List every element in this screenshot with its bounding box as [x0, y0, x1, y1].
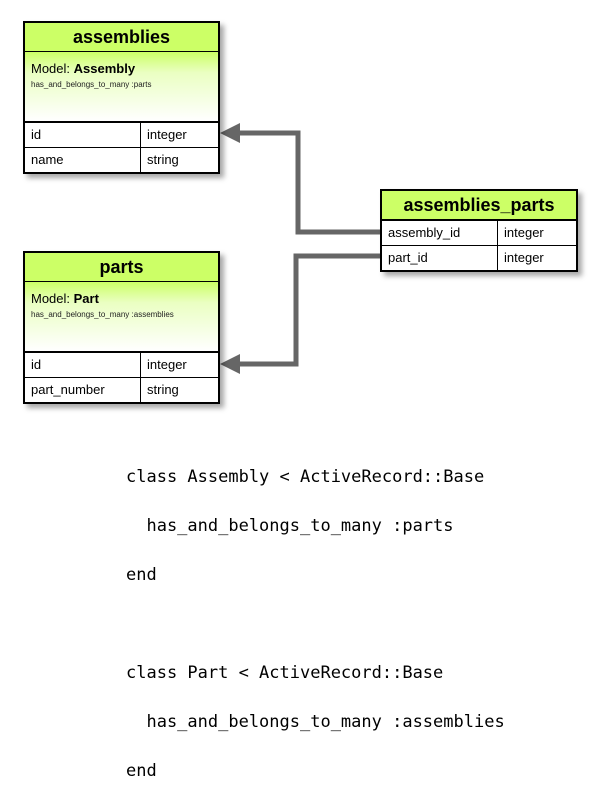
table-row: part_id integer [382, 245, 576, 270]
association-text: has_and_belongs_to_many :assemblies [31, 310, 174, 319]
column-name: id [25, 353, 141, 377]
column-name: part_number [25, 378, 141, 402]
table-row: name string [25, 147, 218, 172]
table-row: assembly_id integer [382, 221, 576, 245]
table-row: id integer [25, 123, 218, 147]
column-type: integer [147, 127, 187, 142]
table-row: id integer [25, 353, 218, 377]
code-line: end [126, 760, 157, 781]
code-blank-line [126, 612, 505, 637]
assemblies-parts-table: assemblies_parts assembly_id integer par… [380, 189, 578, 272]
assemblies-table: assemblies Model: Assembly has_and_belon… [23, 21, 220, 174]
column-name: assembly_id [382, 221, 498, 245]
column-type: integer [504, 225, 544, 240]
column-type: string [147, 382, 179, 397]
column-type: integer [147, 357, 187, 372]
column-type: integer [504, 250, 544, 265]
code-line: end [126, 564, 157, 585]
table-title: assemblies [25, 23, 218, 52]
parts-table: parts Model: Part has_and_belongs_to_man… [23, 251, 220, 404]
table-row: part_number string [25, 377, 218, 402]
code-line: has_and_belongs_to_many :assemblies [126, 711, 505, 732]
model-section: Model: Part has_and_belongs_to_many :ass… [25, 282, 218, 353]
model-line: Model: Assembly [31, 61, 218, 77]
relationship-arrows [220, 123, 380, 374]
arrow-assembly-id-to-assemblies-id [235, 130, 380, 235]
arrow-part-id-to-parts-id [235, 253, 380, 367]
column-name: name [25, 148, 141, 172]
model-line: Model: Part [31, 291, 218, 307]
model-prefix: Model: [31, 61, 74, 76]
code-line: class Assembly < ActiveRecord::Base [126, 466, 485, 487]
table-title: assemblies_parts [382, 191, 576, 221]
column-type: string [147, 152, 179, 167]
model-name: Assembly [73, 61, 136, 76]
code-line: has_and_belongs_to_many :parts [126, 515, 454, 536]
table-title: parts [25, 253, 218, 282]
model-section: Model: Assembly has_and_belongs_to_many … [25, 52, 218, 123]
model-prefix: Model: [31, 291, 74, 306]
model-name: Part [73, 291, 99, 306]
association-text: has_and_belongs_to_many :parts [31, 80, 152, 89]
column-name: id [25, 123, 141, 147]
column-name: part_id [382, 246, 498, 270]
arrowhead-parts [220, 354, 240, 374]
code-line: class Part < ActiveRecord::Base [126, 662, 444, 683]
ruby-code-block: class Assembly < ActiveRecord::Base has_… [126, 440, 505, 808]
arrowhead-assemblies [220, 123, 240, 143]
